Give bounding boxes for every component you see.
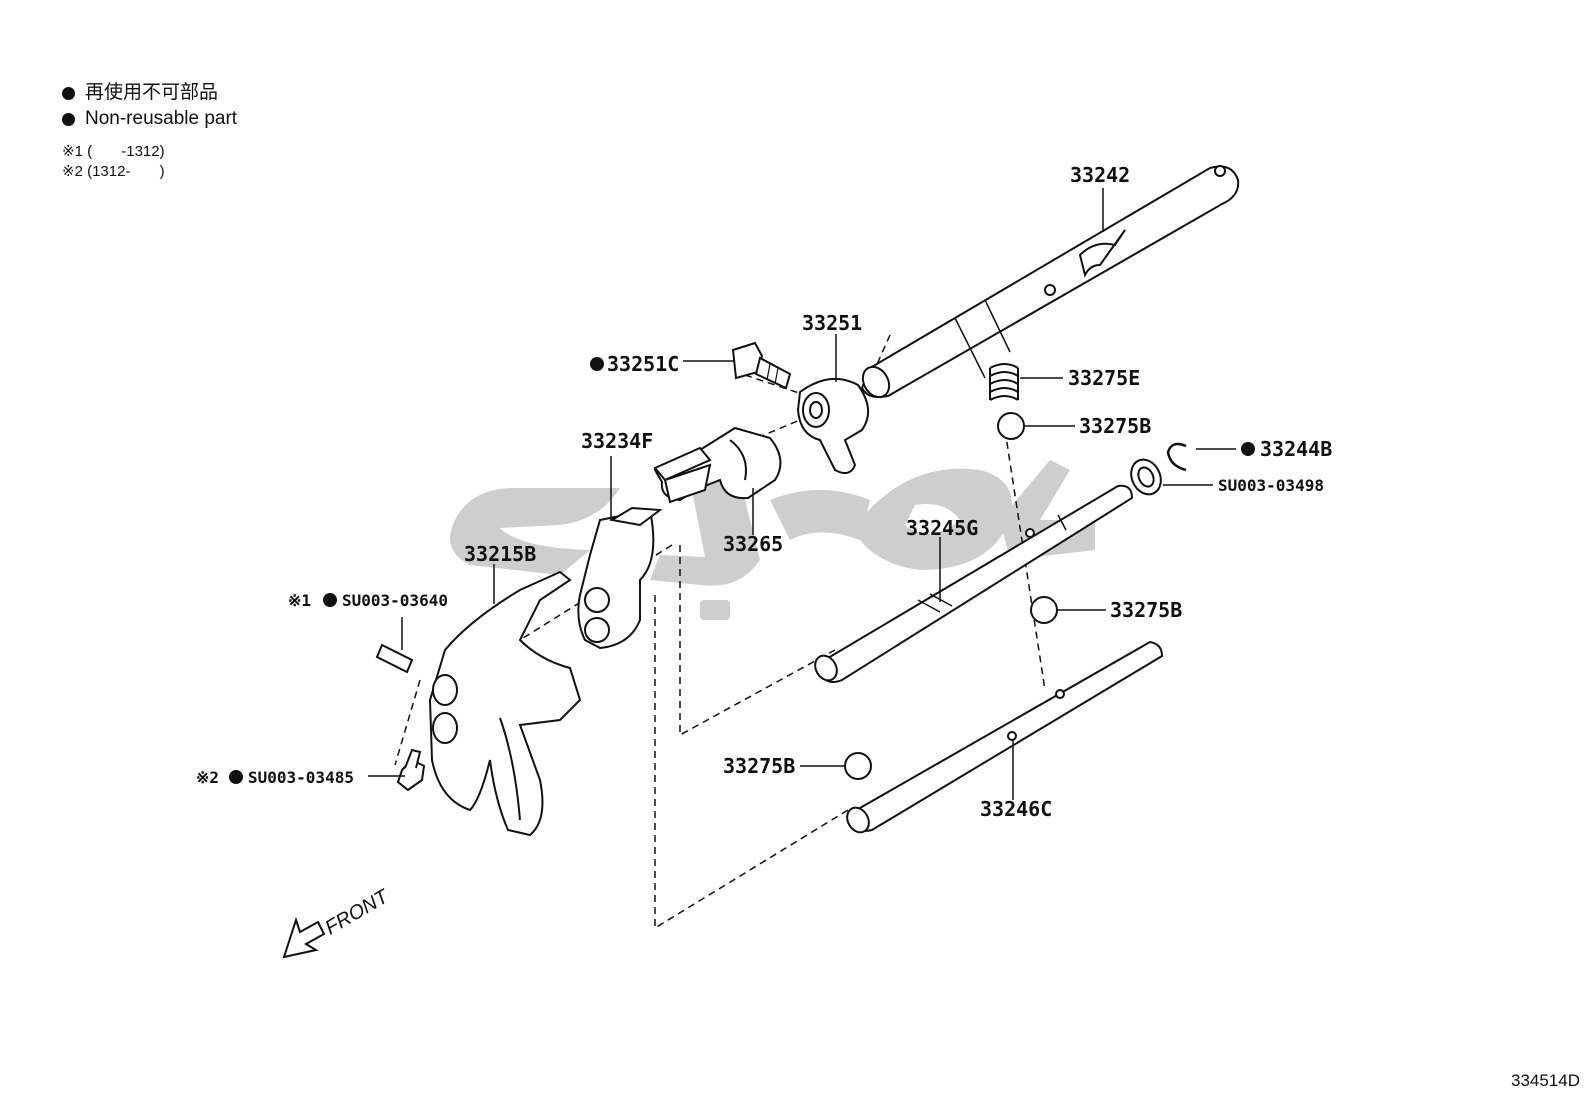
watermark-logo xyxy=(450,460,1095,620)
legend-en-text: Non-reusable part xyxy=(85,108,238,129)
callout-33275b-top: 33275B xyxy=(1079,414,1151,438)
callout-33244b: 33244B xyxy=(1260,437,1332,461)
callout-su003-03640: SU003-03640 xyxy=(342,591,448,610)
filled-dot-icon xyxy=(323,593,337,607)
callout-33251: 33251 xyxy=(802,311,862,335)
callout-33242: 33242 xyxy=(1070,163,1130,187)
leader-lines xyxy=(368,188,1236,800)
legend: 再使用不可部品 Non-reusable part xyxy=(62,80,237,132)
legend-row-jp: 再使用不可部品 xyxy=(62,80,237,106)
ball-33275b-low xyxy=(844,752,872,780)
callout-33215b: 33215B xyxy=(464,542,536,566)
shift-rod-33246c xyxy=(846,640,1164,834)
bolt-33251c xyxy=(731,341,792,390)
callout-33275e: 33275E xyxy=(1068,366,1140,390)
part-shapes xyxy=(375,165,1240,837)
production-notes: ※1 ( -1312) ※2 (1312- ) xyxy=(62,142,165,182)
filled-dot-icon xyxy=(62,112,75,126)
callout-su003-03498: SU003-03498 xyxy=(1218,476,1324,495)
spring-33275e xyxy=(989,363,1019,401)
shift-rod-33242 xyxy=(860,165,1240,399)
ball-33275b-mid xyxy=(1030,596,1058,624)
bolt-su003-03485 xyxy=(396,748,426,792)
fork-bracket-33234f xyxy=(577,506,663,650)
filled-dot-icon xyxy=(62,86,75,100)
callout-33245g: 33245G xyxy=(906,516,978,540)
snap-ring-33244b xyxy=(1166,442,1187,472)
callout-33275b-mid: 33275B xyxy=(1110,598,1182,622)
callout-33275b-low: 33275B xyxy=(723,754,795,778)
callout-33251c: 33251C xyxy=(607,352,679,376)
filled-dot-icon xyxy=(229,770,243,784)
washer-su003-03498 xyxy=(1130,458,1162,496)
note-2: ※2 (1312- ) xyxy=(62,163,165,180)
ball-33275b-top xyxy=(997,412,1025,440)
legend-jp-text: 再使用不可部品 xyxy=(85,82,219,103)
front-arrow-icon xyxy=(282,916,326,959)
pin-su003-03640 xyxy=(375,643,414,674)
shift-lever-33251 xyxy=(796,377,869,475)
callout-33234f: 33234F xyxy=(581,429,653,453)
front-label: FRONT xyxy=(322,885,394,939)
filled-dot-icon xyxy=(590,357,604,371)
shift-fork-33215b xyxy=(428,570,582,837)
callout-su003-03485: SU003-03485 xyxy=(248,768,354,787)
note-1: ※1 ( -1312) xyxy=(62,143,165,160)
legend-row-en: Non-reusable part xyxy=(62,106,237,132)
shift-head-33265 xyxy=(653,426,782,504)
callout-labels: 33242 33251 33251C 33275E 33275B 33244B … xyxy=(196,163,1332,821)
filled-dot-icon xyxy=(1241,442,1255,456)
callout-33265: 33265 xyxy=(723,532,783,556)
shift-rod-33245g xyxy=(814,484,1134,683)
diagram-code: 334514D xyxy=(1510,1071,1580,1090)
callout-note-mark-2: ※2 xyxy=(196,768,219,787)
callout-33246c: 33246C xyxy=(980,797,1052,821)
callout-note-mark-1: ※1 xyxy=(288,591,311,610)
